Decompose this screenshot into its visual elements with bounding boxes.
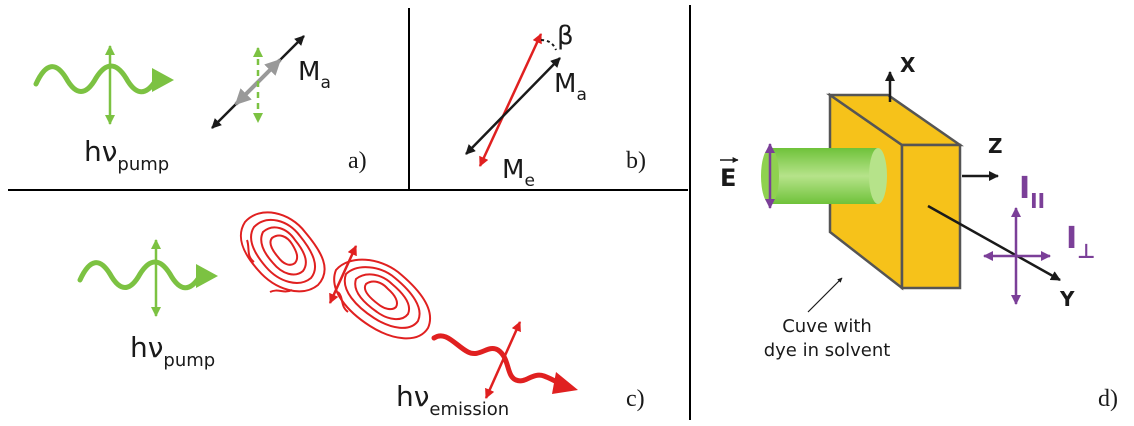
panel-b: β Ma Me b) (465, 21, 646, 191)
beta-angle-arc-b (540, 39, 557, 51)
h-nu-emission-label-c: hνemission (396, 380, 509, 420)
panel-c: hνpump hνemission c) (77, 211, 645, 420)
emission-wave-arrowhead-c (552, 372, 578, 394)
cuvette-front-face (900, 143, 962, 290)
caption-line-1: Cuve with (782, 316, 872, 337)
panel-a: hνpump Ma a) (33, 35, 367, 175)
ma-label-b: Ma (554, 69, 587, 105)
beam-front-cap (869, 148, 887, 204)
red-dipole-me-arrow-b (478, 33, 543, 167)
pump-wave-arrowhead-c (196, 264, 218, 288)
emission-wave-c (431, 333, 565, 387)
y-axis-label: Y (1059, 287, 1075, 311)
me-label-b: Me (502, 155, 535, 191)
i-perpendicular-label: I⊥ (1066, 221, 1095, 263)
panel-label-b: b) (626, 148, 646, 174)
excitation-beam (770, 148, 878, 204)
y-axis-arrow (927, 204, 1061, 282)
red-dipole-arrow-c (328, 245, 358, 304)
e-field-label: E (720, 164, 736, 192)
caption-line-2: dye in solvent (764, 340, 891, 361)
beta-label-b: β (557, 21, 574, 51)
i-parallel-label: III (1019, 171, 1045, 213)
emission-polarization-arrow-c (484, 321, 522, 399)
pump-wave-c (77, 259, 203, 291)
x-axis-label: X (900, 53, 916, 77)
h-nu-pump-label-c: hνpump (130, 331, 215, 371)
pump-wave-arrowhead-a (152, 68, 174, 92)
panel-label-d: d) (1098, 386, 1118, 412)
black-dipole-ma-arrow-b (465, 57, 561, 155)
caption-pointer-arrow (807, 277, 843, 313)
panel-d: E X Z Y III I⊥ Cuve with dye in solvent … (720, 53, 1118, 412)
panel-label-c: c) (626, 386, 645, 412)
h-nu-pump-label-a: hνpump (84, 135, 169, 175)
z-axis-label: Z (988, 134, 1003, 158)
panel-label-a: a) (348, 148, 367, 174)
molecule-orbital-1 (239, 211, 326, 293)
molecule-orbital-2 (333, 258, 431, 340)
pump-wave-a (33, 63, 159, 95)
panel-dividers (8, 5, 691, 420)
ma-label-a: Ma (298, 57, 331, 93)
